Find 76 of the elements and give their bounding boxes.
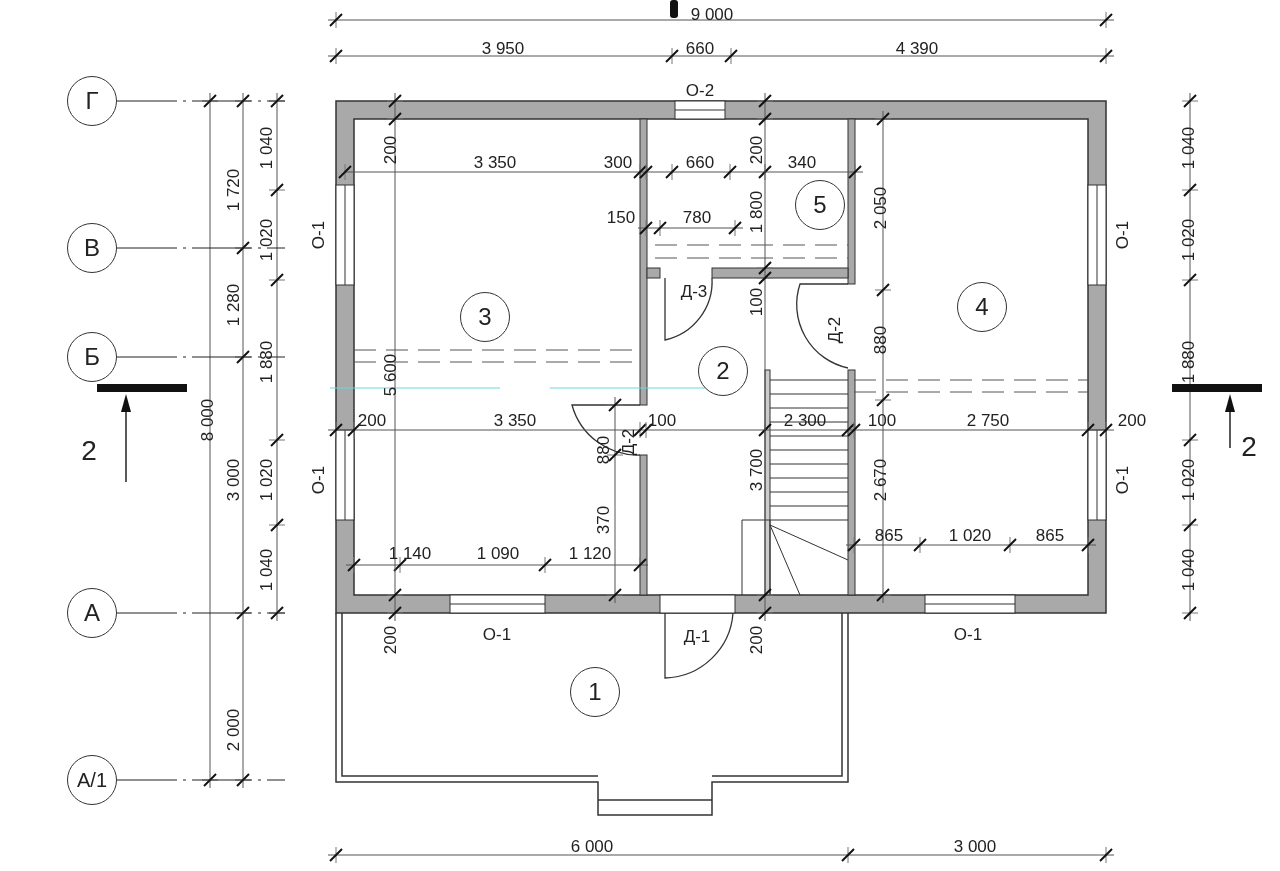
dimension-text: 200 — [747, 625, 765, 655]
axis-bubble: В — [67, 223, 117, 273]
room-number-circle: 5 — [795, 180, 845, 230]
dimension-text: 4 390 — [895, 39, 939, 57]
dimension-text: 3 000 — [224, 458, 242, 502]
dimension-text: 200 — [381, 135, 399, 165]
dimension-text: 200 — [747, 135, 765, 165]
dimension-text: 370 — [594, 505, 612, 535]
dimension-text: 1 020 — [948, 526, 992, 544]
window-mark: О-1 — [309, 220, 327, 250]
door-mark: Д-2 — [825, 316, 843, 344]
door-mark: Д-3 — [680, 282, 708, 300]
dimension-text: 1 040 — [257, 126, 275, 170]
dimension-text: 2 670 — [871, 458, 889, 502]
room-number-circle: 1 — [570, 667, 620, 717]
window-mark: О-1 — [1113, 220, 1131, 250]
window-mark: О-1 — [1113, 465, 1131, 495]
axis-bubble: Б — [67, 332, 117, 382]
dimension-text: 3 000 — [953, 837, 997, 855]
dimension-text: 2 300 — [783, 411, 827, 429]
dimension-text: 100 — [867, 411, 897, 429]
door-mark: Д-2 — [619, 428, 637, 456]
dimension-text: 1 720 — [224, 168, 242, 212]
dimension-text: 1 020 — [257, 218, 275, 262]
section-number: 2 — [1241, 433, 1257, 461]
dimension-text: 1 800 — [747, 190, 765, 234]
dimension-text: 300 — [603, 153, 633, 171]
axis-bubble: А — [67, 588, 117, 638]
axis-bubble: Г — [67, 76, 117, 126]
dimension-text: 3 350 — [493, 411, 537, 429]
dimension-text: 1 040 — [1179, 126, 1197, 170]
window-mark: О-1 — [953, 625, 983, 643]
dimension-text: 9 000 — [690, 5, 734, 23]
dimension-text: 1 020 — [257, 458, 275, 502]
dimension-text: 3 950 — [481, 39, 525, 57]
window-mark: О-2 — [685, 81, 715, 99]
window-mark: О-1 — [482, 625, 512, 643]
room-number-circle: 3 — [460, 292, 510, 342]
dimension-text: 880 — [871, 325, 889, 355]
dimension-text: 3 700 — [747, 448, 765, 492]
dimension-text: 1 140 — [388, 544, 432, 562]
dimension-text: 340 — [787, 153, 817, 171]
dimension-text: 1 280 — [224, 283, 242, 327]
dimension-text: 200 — [357, 411, 387, 429]
dimension-text: 2 050 — [871, 186, 889, 230]
dimension-text: 865 — [1035, 526, 1065, 544]
dimension-text: 8 000 — [198, 398, 216, 442]
dimension-text: 2 000 — [224, 708, 242, 752]
dimension-text: 1 040 — [1179, 548, 1197, 592]
dimension-text: 1 020 — [1179, 458, 1197, 502]
section-number: 2 — [81, 437, 97, 465]
dimension-text: 150 — [606, 208, 636, 226]
dimension-text: 660 — [685, 39, 715, 57]
dimension-text: 5 600 — [381, 353, 399, 397]
dimension-text: 100 — [647, 411, 677, 429]
dimension-text: 100 — [747, 287, 765, 317]
room-number-circle: 4 — [957, 282, 1007, 332]
dimension-text: 660 — [685, 153, 715, 171]
dimension-text: 1 040 — [257, 548, 275, 592]
dimension-text: 1 090 — [476, 544, 520, 562]
dimension-text: 865 — [874, 526, 904, 544]
dimension-text: 1 020 — [1179, 218, 1197, 262]
dimension-text: 1 880 — [257, 340, 275, 384]
dimension-text: 1 880 — [1179, 340, 1197, 384]
dimension-text: 200 — [381, 625, 399, 655]
dimension-text: 6 000 — [570, 837, 614, 855]
dimension-text: 3 350 — [473, 153, 517, 171]
door-mark: Д-1 — [683, 627, 711, 645]
axis-bubble: А/1 — [67, 755, 117, 805]
room-number-circle: 2 — [698, 346, 748, 396]
dimension-text: 2 750 — [966, 411, 1010, 429]
dimension-text: 1 120 — [568, 544, 612, 562]
dimension-text: 880 — [594, 435, 612, 465]
dimension-text: 780 — [682, 208, 712, 226]
dimension-text: 200 — [1117, 411, 1147, 429]
window-mark: О-1 — [309, 465, 327, 495]
